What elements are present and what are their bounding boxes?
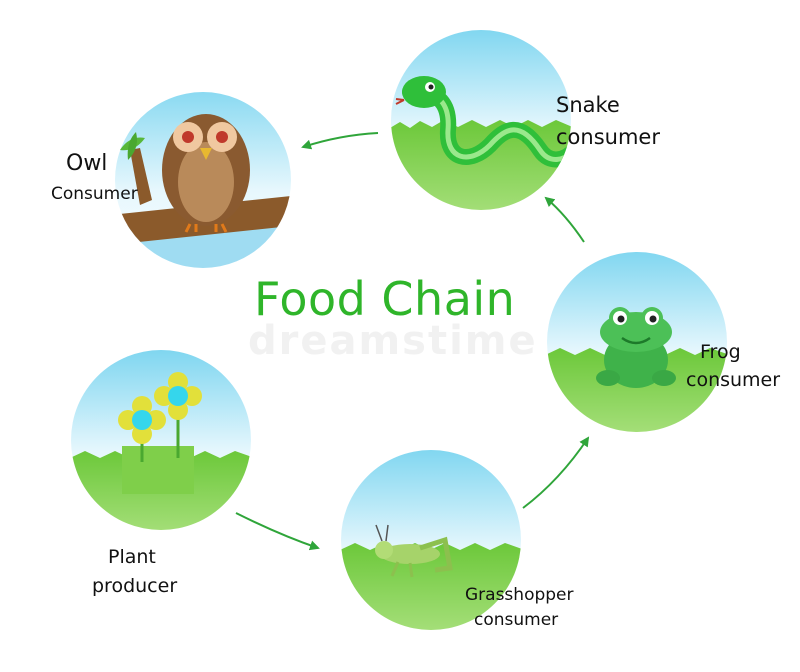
- arrow-frog-to-snake: [544, 196, 585, 243]
- owl-name-label: Owl: [66, 151, 108, 176]
- grasshopper-name-label: Grasshopper: [465, 585, 574, 605]
- snake-role-label: consumer: [556, 125, 660, 149]
- diagram-title: Food Chain: [254, 272, 516, 326]
- grasshopper-node: [341, 450, 521, 630]
- flower-icon: [118, 396, 166, 444]
- snake-name-label: Snake: [556, 93, 620, 117]
- flower-icon: [154, 372, 202, 420]
- frog-node: [547, 252, 727, 432]
- arrow-plant-to-grasshopper: [235, 512, 320, 551]
- plant-node: [71, 350, 251, 530]
- plant-role-label: producer: [92, 575, 178, 597]
- frog-name-label: Frog: [700, 341, 741, 363]
- arrow-grasshopper-to-frog: [522, 436, 590, 509]
- grasshopper-role-label: consumer: [474, 610, 559, 630]
- owl-role-label: Consumer: [51, 184, 138, 204]
- arrow-snake-to-owl: [301, 132, 379, 150]
- watermark: dreamstime: [248, 318, 538, 364]
- plant-name-label: Plant: [108, 546, 156, 568]
- owl-node: [115, 92, 291, 268]
- frog-role-label: consumer: [686, 369, 781, 391]
- snake-node: [391, 30, 571, 210]
